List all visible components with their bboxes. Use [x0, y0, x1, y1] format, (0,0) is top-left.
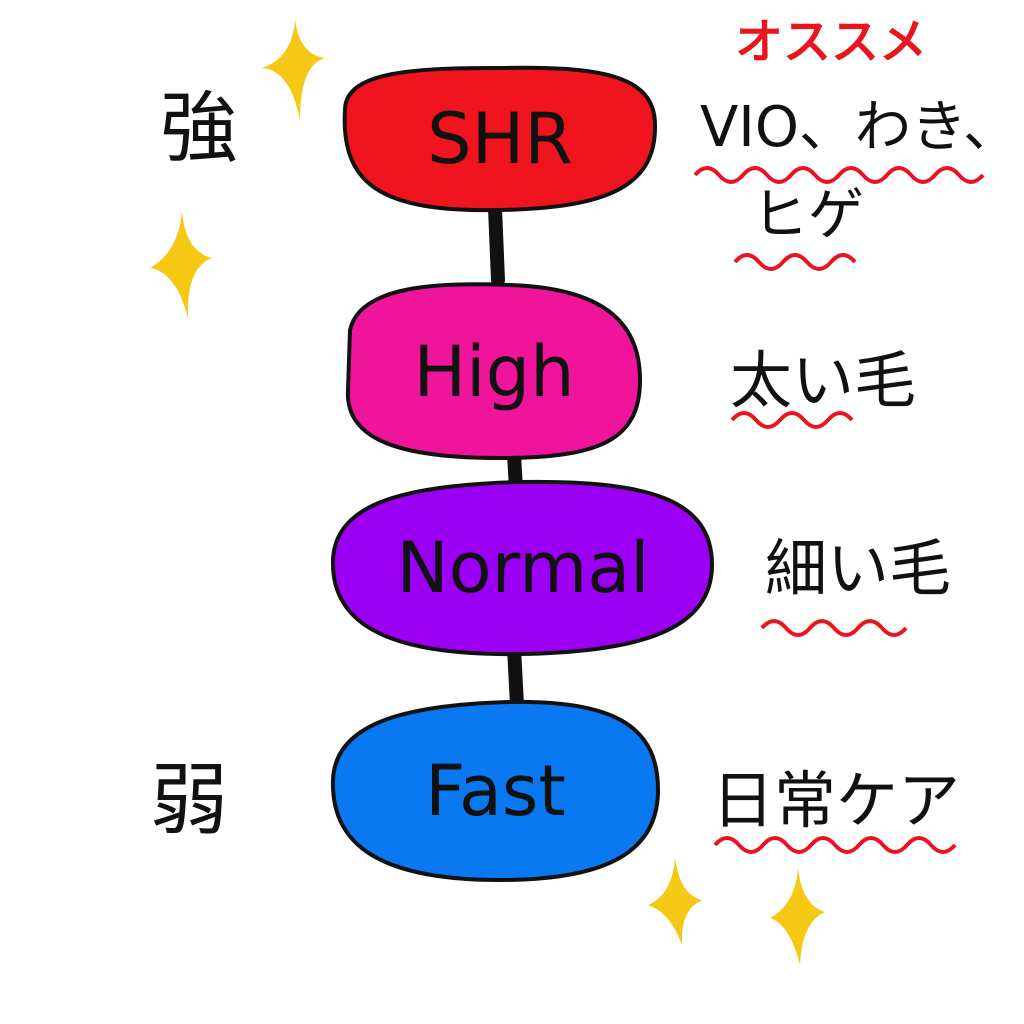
label-weak: 弱	[150, 756, 229, 846]
level-fast: Fast	[425, 750, 566, 832]
sparkle-icon	[262, 20, 325, 120]
wavy-underlines	[693, 166, 985, 854]
underline-vio	[693, 166, 985, 184]
level-blob-normal	[330, 479, 715, 657]
level-high: High	[413, 330, 575, 413]
recommend-shr-2: ヒゲ	[752, 183, 864, 248]
underline-hige	[733, 253, 857, 271]
level-normal: Normal	[396, 527, 650, 609]
recommend-title: オススメ	[735, 14, 928, 70]
level-shr: SHR	[427, 98, 573, 180]
recommend-shr-1: VIO、わき、	[700, 95, 1019, 160]
underline-futoi	[730, 411, 854, 429]
label-strong: 強	[160, 84, 239, 174]
level-blob-shr	[342, 65, 658, 213]
level-blob-high	[345, 282, 643, 461]
recommend-high: 太い毛	[730, 344, 917, 417]
sparkle-icon	[648, 858, 702, 945]
sparkle-icon	[150, 212, 212, 318]
sparkle-icon	[770, 868, 825, 965]
connector-normal-fast	[507, 641, 524, 712]
level-blob-fast	[330, 699, 661, 883]
sparkles	[150, 20, 825, 965]
connector-shr-high	[488, 201, 505, 287]
recommend-fast: 日常ケア	[712, 764, 961, 837]
underline-nichijo	[713, 836, 957, 854]
recommend-normal: 細い毛	[765, 532, 952, 605]
underline-hosoi	[760, 619, 908, 637]
